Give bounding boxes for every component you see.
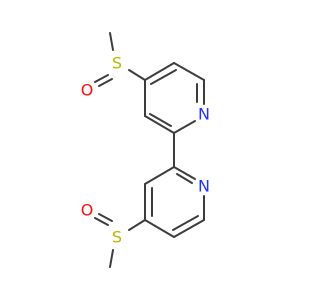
- bond-ring-top-c5-c6: [173, 62, 205, 81]
- bond-ring-bottom-c2-n-double: [176, 173, 193, 184]
- bond-s-ring-bottom: [128, 219, 146, 231]
- bond-ring-bottom-c3-c2: [144, 166, 175, 185]
- atom-sulfur-top: S: [112, 54, 122, 73]
- bond-ring-bottom-c5-c4: [144, 219, 175, 238]
- atom-sulfur-bottom: S: [112, 228, 122, 247]
- bond-s-ring-top: [128, 69, 146, 81]
- bond-ring-top-c2-c3: [144, 115, 175, 134]
- bond-s-o-top-double: [98, 78, 113, 87]
- bond-ring-top-n-c2: [173, 120, 196, 134]
- bond-s-o-bottom-double: [98, 213, 113, 222]
- bond-s-o-top: [94, 74, 109, 83]
- bond-s-o-bottom: [94, 217, 109, 226]
- bond-ring-bottom-c6-c5-double: [172, 215, 199, 231]
- molecule-structure: S O N N S O: [81, 32, 210, 268]
- bond-ring-top-c4-c5: [144, 62, 175, 81]
- atom-oxygen-top: O: [81, 81, 94, 100]
- bond-methyl-s-top: [109, 32, 114, 51]
- atom-oxygen-bottom: O: [81, 201, 94, 220]
- bond-ring-bottom-c6-c5: [173, 219, 205, 238]
- bond-ring-top-c4-c5-double: [150, 69, 177, 85]
- bond-ring-top-c2-c3-double: [149, 113, 172, 127]
- bond-ring-bottom-c2-n: [173, 166, 196, 180]
- bond-methyl-s-bottom: [109, 249, 114, 268]
- atom-nitrogen-top: N: [198, 105, 210, 124]
- atom-nitrogen-bottom: N: [198, 177, 210, 196]
